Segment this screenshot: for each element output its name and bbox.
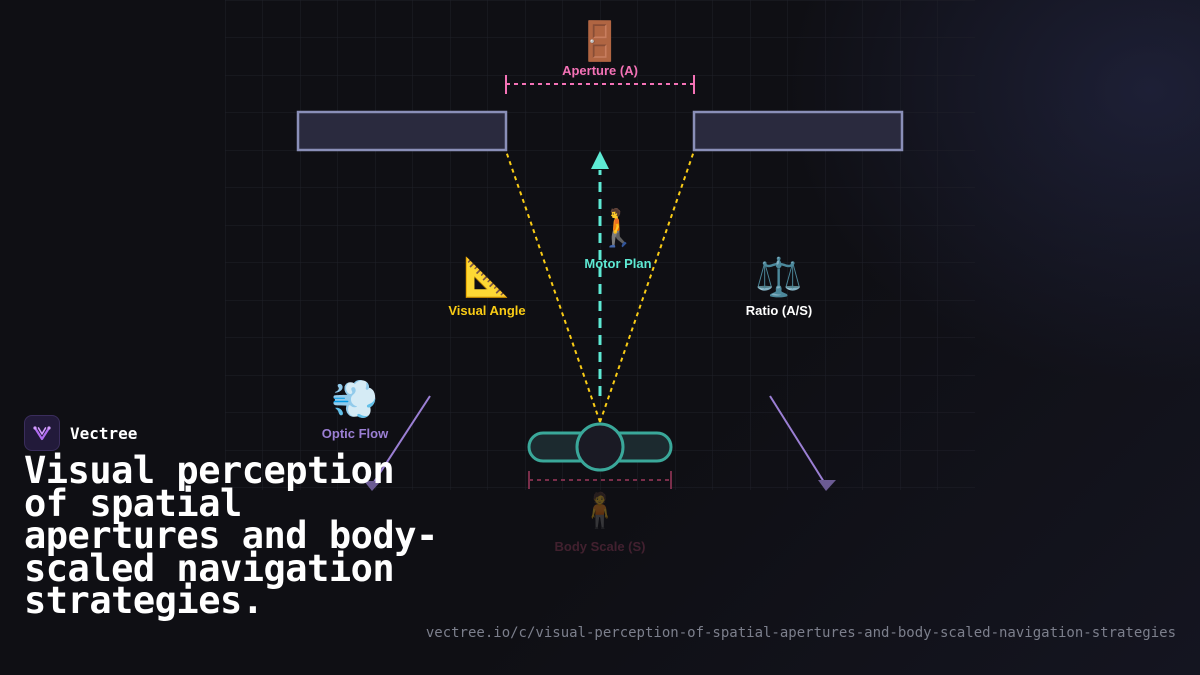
left-wall [296,110,508,152]
vectree-logo-icon [24,415,60,451]
optic-flow-arrow-left [364,395,431,491]
standing-person-icon: 🧍 [578,491,622,531]
dash-wind-icon: 💨 [331,377,379,421]
ratio-label: Ratio (A/S) [745,303,813,318]
background-grid [225,0,975,490]
door-icon: 🚪 [576,19,624,63]
visual-angle-label: Visual Angle [448,303,526,318]
body-scale-label: Body Scale (S) [554,539,646,554]
brand: Vectree [24,415,137,451]
motor-plan-arrow [591,151,609,396]
aperture-width-bracket [505,75,695,94]
brand-name: Vectree [70,423,138,443]
walking-person-icon: 🚶 [595,208,641,249]
triangular-ruler-icon: 📐 [463,255,511,299]
aperture-label: Aperture (A) [562,63,638,78]
page-title: Visual perception of spatial apertures a… [24,449,438,622]
balance-scale-icon: ⚖️ [755,255,803,299]
body-scale-bracket [528,471,672,489]
optic-flow-arrow-right [769,395,836,491]
optic-flow-label: Optic Flow [321,426,389,441]
motor-plan-label: Motor Plan [584,256,652,271]
right-wall [692,110,904,152]
source-url: vectree.io/c/visual-perception-of-spatia… [425,625,1176,641]
agent-top-view [527,422,673,472]
